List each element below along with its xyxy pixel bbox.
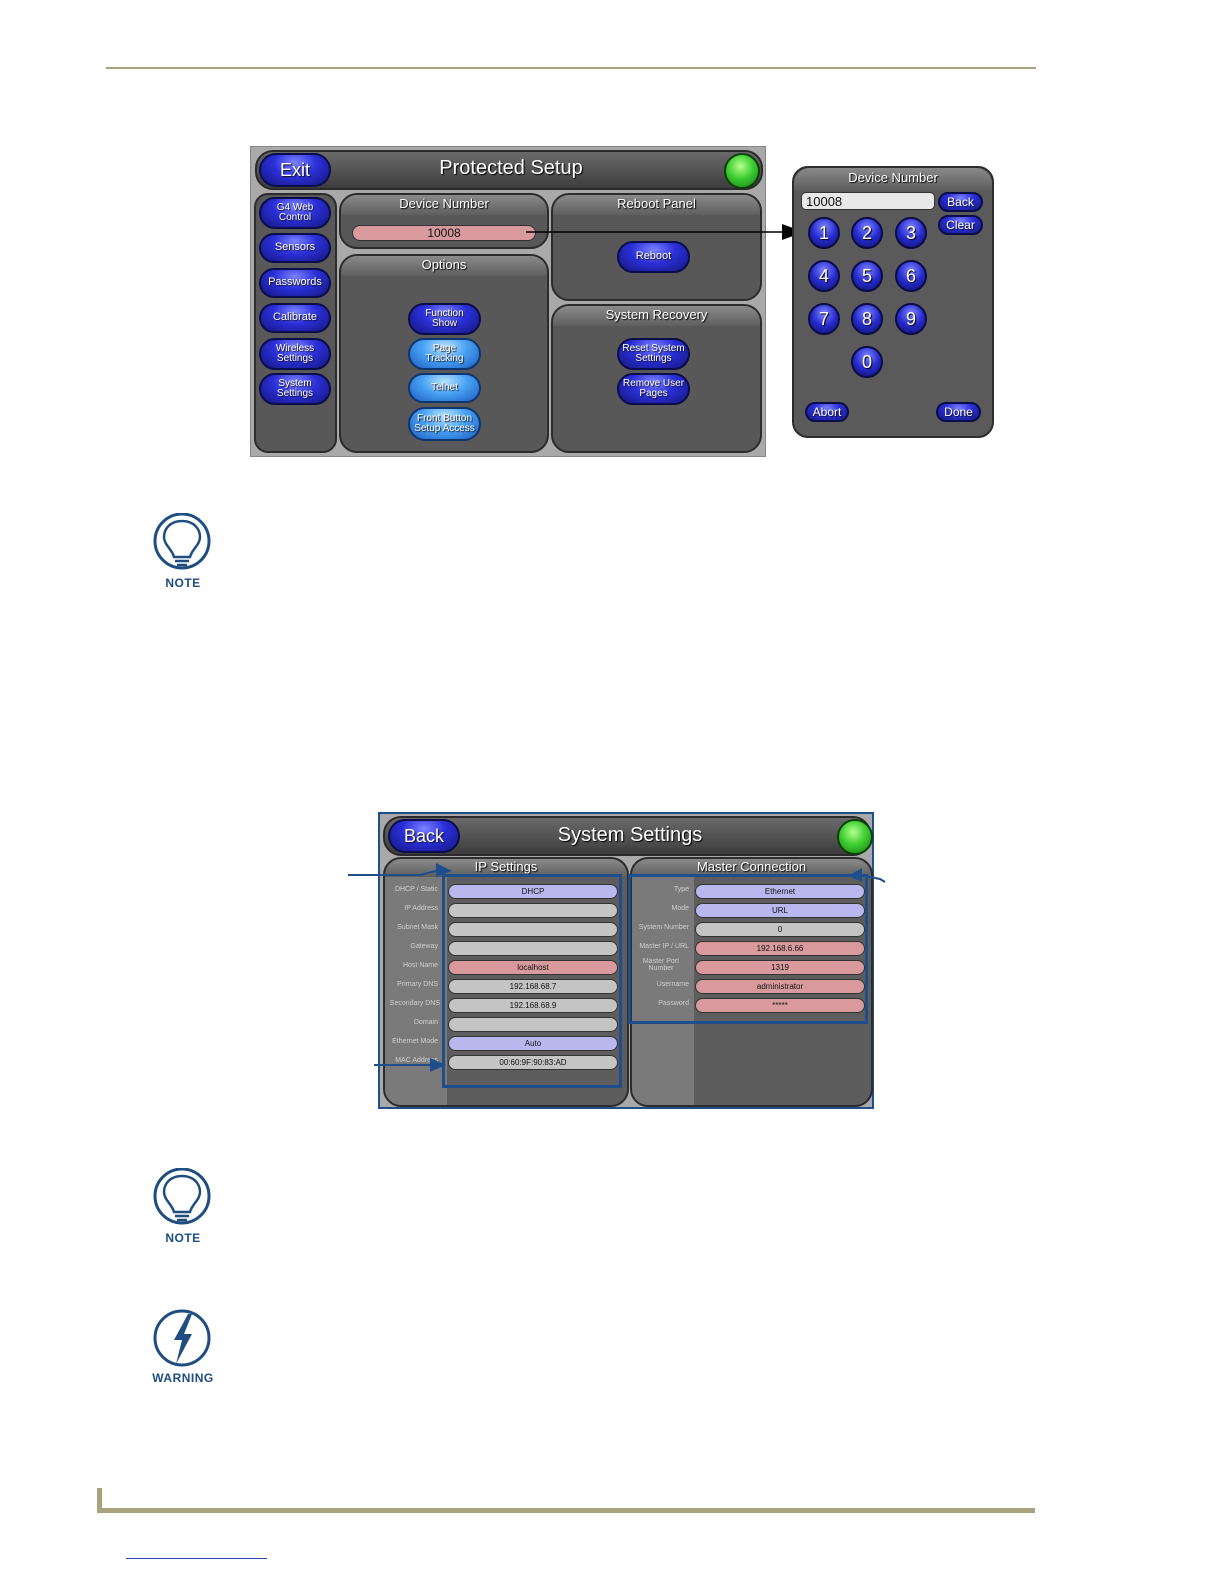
key-3[interactable]: 3 xyxy=(895,217,927,249)
protected-setup-screen: Exit Protected Setup G4 Web Control Sens… xyxy=(250,146,766,457)
master-row-label: Type xyxy=(673,886,689,893)
device-number-field[interactable]: 10008 xyxy=(352,225,536,241)
keypad-display: 10008 xyxy=(801,192,935,210)
warning-label: WARNING xyxy=(152,1371,214,1385)
ip-row-label: IP Address xyxy=(404,905,438,912)
key-1[interactable]: 1 xyxy=(808,217,840,249)
mac-address-field: 00:60:9F:90:83:AD xyxy=(448,1055,618,1070)
ip-row-label: Domain xyxy=(413,1019,438,1026)
g4-web-control-button[interactable]: G4 Web Control xyxy=(259,197,331,229)
master-row-label: Mode xyxy=(671,905,689,912)
remove-user-pages-button[interactable]: Remove User Pages xyxy=(617,373,690,405)
master-row-label: Password xyxy=(658,1000,689,1007)
warning-icon xyxy=(153,1309,211,1367)
telnet-button[interactable]: Telnet xyxy=(408,373,481,403)
ip-row-label: DHCP / Static xyxy=(394,886,438,893)
keypad-abort-button[interactable]: Abort xyxy=(805,402,849,422)
back-button[interactable]: Back xyxy=(388,819,460,853)
subnet-mask-field[interactable] xyxy=(448,922,618,937)
host-name-field[interactable]: localhost xyxy=(448,960,618,975)
protected-setup-titlebar xyxy=(255,150,763,190)
ip-row-label: Subnet Mask xyxy=(397,924,438,931)
ip-settings-title: IP Settings xyxy=(474,859,538,874)
sensors-button[interactable]: Sensors xyxy=(259,233,331,263)
ip-row-label: Ethernet Mode xyxy=(392,1038,438,1045)
device-number-arrow xyxy=(526,224,804,240)
password-field[interactable]: ***** xyxy=(695,998,865,1013)
ip-settings-callout-box xyxy=(442,874,622,1088)
keypad-clear-button[interactable]: Clear xyxy=(938,215,983,235)
ip-row-label: MAC Address xyxy=(395,1057,438,1064)
page-title: Protected Setup xyxy=(439,157,583,179)
header-rule xyxy=(106,67,1036,69)
callout-arrows xyxy=(348,863,886,1072)
keypad-back-button[interactable]: Back xyxy=(938,192,983,212)
ethernet-mode-field[interactable]: Auto xyxy=(448,1036,618,1051)
key-9[interactable]: 9 xyxy=(895,303,927,335)
note-label: NOTE xyxy=(165,576,201,590)
reset-system-settings-button[interactable]: Reset System Settings xyxy=(617,338,690,370)
exit-button[interactable]: Exit xyxy=(259,153,331,187)
dhcp-static-field[interactable]: DHCP xyxy=(448,884,618,899)
reboot-panel-title: Reboot Panel xyxy=(617,196,696,211)
note-icon xyxy=(153,1168,211,1225)
key-8[interactable]: 8 xyxy=(851,303,883,335)
master-row-label: System Number xyxy=(638,924,689,931)
wireless-settings-button[interactable]: Wireless Settings xyxy=(259,338,331,370)
keypad-title: Device Number xyxy=(848,170,938,185)
footer-link-underline xyxy=(126,1558,267,1559)
online-status-icon[interactable] xyxy=(837,819,873,855)
key-2[interactable]: 2 xyxy=(851,217,883,249)
footer-rule-left xyxy=(97,1488,102,1513)
system-settings-button[interactable]: System Settings xyxy=(259,373,331,405)
reboot-panel-section: Reboot Panel xyxy=(551,193,762,301)
master-ip-url-field[interactable]: 192.168.6.66 xyxy=(695,941,865,956)
type-field[interactable]: Ethernet xyxy=(695,884,865,899)
master-row-label: Username xyxy=(656,981,689,988)
keypad-done-button[interactable]: Done xyxy=(936,402,981,422)
device-number-title: Device Number xyxy=(399,196,489,211)
domain-field[interactable] xyxy=(448,1017,618,1032)
ip-row-label: Primary DNS xyxy=(397,981,438,988)
function-show-button[interactable]: Function Show xyxy=(408,303,481,335)
system-recovery-title: System Recovery xyxy=(605,307,708,322)
ip-address-field[interactable] xyxy=(448,903,618,918)
page-tracking-button[interactable]: Page Tracking xyxy=(408,338,481,370)
calibrate-button[interactable]: Calibrate xyxy=(259,303,331,333)
key-5[interactable]: 5 xyxy=(851,260,883,292)
gateway-field[interactable] xyxy=(448,941,618,956)
key-6[interactable]: 6 xyxy=(895,260,927,292)
reboot-button[interactable]: Reboot xyxy=(617,241,690,273)
master-connection-title: Master Connection xyxy=(696,859,807,874)
footer-rule xyxy=(97,1508,1035,1513)
key-7[interactable]: 7 xyxy=(808,303,840,335)
master-connection-callout-box xyxy=(628,874,868,1024)
primary-dns-field[interactable]: 192.168.68.7 xyxy=(448,979,618,994)
key-4[interactable]: 4 xyxy=(808,260,840,292)
system-number-field[interactable]: 0 xyxy=(695,922,865,937)
secondary-dns-field[interactable]: 192.168.68.9 xyxy=(448,998,618,1013)
ip-row-label: Secondary DNS xyxy=(389,1000,440,1007)
front-button-setup-access-button[interactable]: Front Button Setup Access xyxy=(408,407,481,441)
ip-row-label: Gateway xyxy=(410,943,438,950)
online-status-icon[interactable] xyxy=(724,153,760,189)
ip-row-label: Host Name xyxy=(402,962,438,969)
username-field[interactable]: administrator xyxy=(695,979,865,994)
key-0[interactable]: 0 xyxy=(851,346,883,378)
mode-field[interactable]: URL xyxy=(695,903,865,918)
options-title: Options xyxy=(421,257,467,272)
passwords-button[interactable]: Passwords xyxy=(259,268,331,298)
master-row-label: Master IP / URL xyxy=(639,943,689,950)
master-row-label: Master Port Number xyxy=(642,958,680,972)
note-label: NOTE xyxy=(165,1231,201,1245)
system-settings-title: System Settings xyxy=(557,824,703,846)
note-icon xyxy=(153,513,211,570)
master-port-number-field[interactable]: 1319 xyxy=(695,960,865,975)
